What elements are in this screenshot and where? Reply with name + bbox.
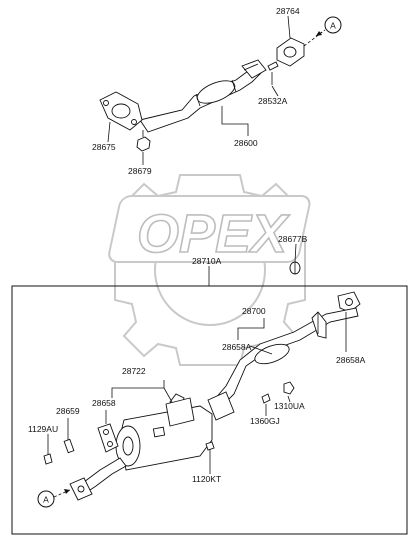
bolt-1120KT bbox=[205, 441, 215, 466]
label-1310UA: 1310UA bbox=[274, 401, 305, 411]
label-28677B: 28677B bbox=[278, 234, 308, 244]
part-labels: 28764 28532A 28600 28675 28679 28677B 28… bbox=[28, 6, 366, 484]
label-28700: 28700 bbox=[242, 306, 266, 316]
hanger-28677B bbox=[289, 261, 301, 275]
label-28658A-right: 28658A bbox=[336, 355, 366, 365]
label-28658: 28658 bbox=[92, 398, 116, 408]
hanger-28658 bbox=[97, 423, 119, 453]
center-pipe-28700 bbox=[207, 291, 361, 421]
bolt-1129AU bbox=[43, 446, 53, 465]
nut-28679 bbox=[136, 130, 151, 152]
label-1129AU: 1129AU bbox=[28, 424, 58, 434]
ref-a-bottom-label: A bbox=[43, 495, 49, 505]
label-28679: 28679 bbox=[128, 166, 152, 176]
ref-a-bottom-marker: A bbox=[37, 490, 55, 508]
stud-28532A bbox=[267, 61, 279, 85]
ref-a-top-label: A bbox=[330, 21, 336, 31]
nut-1360GJ bbox=[261, 393, 271, 404]
muffler-28722 bbox=[69, 393, 213, 501]
label-1360GJ: 1360GJ bbox=[250, 416, 280, 426]
label-28659: 28659 bbox=[56, 406, 80, 416]
bolt-1310UA bbox=[283, 381, 295, 395]
label-28658A-left: 28658A bbox=[222, 342, 252, 352]
gasket-28764 bbox=[276, 37, 305, 67]
label-1120KT: 1120KT bbox=[192, 474, 221, 484]
front-pipe-assembly: A bbox=[99, 16, 342, 152]
front-pipe-28600 bbox=[139, 59, 267, 133]
upper-leader-lines bbox=[107, 15, 297, 263]
muffler-assembly-frame bbox=[11, 285, 408, 535]
opex-logo: OPEX bbox=[108, 195, 311, 265]
flange-28675 bbox=[99, 91, 143, 131]
opex-watermark: OPEX bbox=[108, 174, 311, 366]
label-28764: 28764 bbox=[276, 6, 300, 16]
label-28722: 28722 bbox=[122, 366, 146, 376]
label-28675: 28675 bbox=[92, 142, 116, 152]
stud-28659 bbox=[63, 438, 75, 454]
label-28532A: 28532A bbox=[258, 96, 288, 106]
ref-a-top-marker: A bbox=[324, 16, 342, 34]
lower-leader-lines bbox=[47, 312, 347, 474]
label-28710A: 28710A bbox=[192, 256, 222, 266]
label-28600: 28600 bbox=[234, 138, 258, 148]
watermark-text: OPEX bbox=[137, 204, 290, 264]
